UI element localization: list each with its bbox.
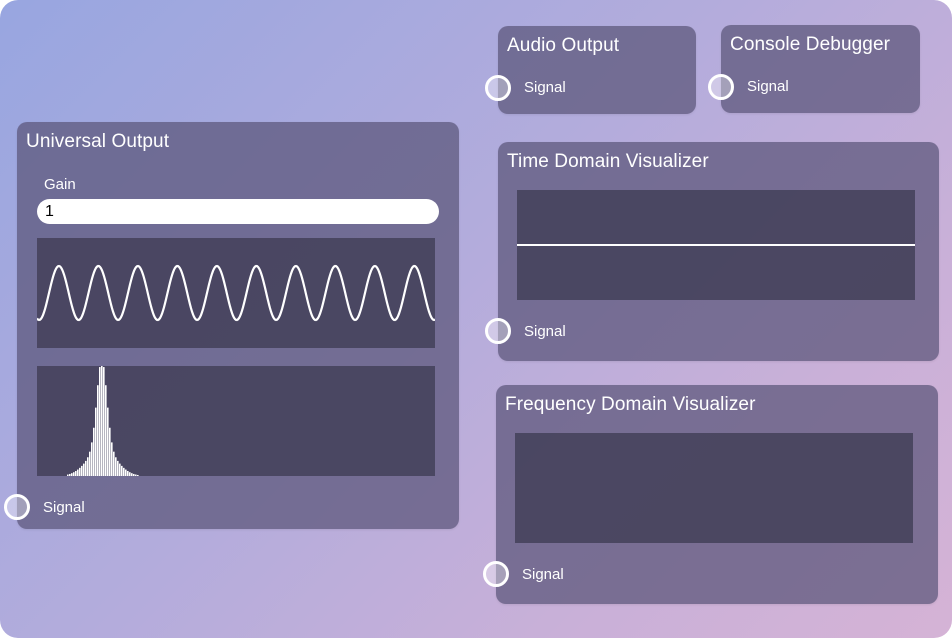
spectrum-bar bbox=[117, 460, 119, 476]
spectrum-bar bbox=[95, 407, 97, 476]
spectrum-bar bbox=[69, 473, 71, 476]
spectrum-display bbox=[37, 366, 435, 476]
port-label: Signal bbox=[524, 79, 566, 96]
spectrum-bar bbox=[99, 367, 101, 476]
node-title: Time Domain Visualizer bbox=[507, 151, 709, 172]
spectrum-bar bbox=[129, 472, 131, 476]
spectrum-plot bbox=[67, 366, 139, 476]
waveform-plot bbox=[37, 264, 435, 322]
spectrum-bar bbox=[91, 442, 93, 476]
frequency-domain-visualizer-node[interactable]: Frequency Domain Visualizer Signal bbox=[483, 385, 938, 604]
spectrum-bar bbox=[79, 467, 81, 476]
spectrum-bar bbox=[125, 469, 127, 476]
universal-output-node[interactable]: Universal Output Gain Signal bbox=[4, 122, 459, 529]
time-domain-plot bbox=[517, 244, 915, 246]
spectrum-bar bbox=[133, 473, 135, 476]
node-title: Console Debugger bbox=[730, 34, 891, 55]
spectrum-bar bbox=[115, 457, 117, 476]
spectrum-bar bbox=[101, 366, 103, 476]
signal-input-port[interactable] bbox=[483, 561, 509, 587]
spectrum-bar bbox=[137, 474, 139, 476]
spectrum-bar bbox=[89, 451, 91, 476]
node-title: Audio Output bbox=[507, 35, 620, 56]
console-debugger-node[interactable]: Console Debugger Signal bbox=[708, 25, 920, 113]
spectrum-bar bbox=[87, 457, 89, 476]
spectrum-bar bbox=[71, 473, 73, 476]
spectrum-bar bbox=[97, 385, 99, 476]
spectrum-bar bbox=[93, 427, 95, 476]
signal-output-port[interactable] bbox=[4, 494, 30, 520]
spectrum-bar bbox=[131, 473, 133, 476]
node-title: Frequency Domain Visualizer bbox=[505, 394, 756, 415]
spectrum-bar bbox=[109, 427, 111, 476]
waveform-trace bbox=[37, 264, 435, 322]
port-label: Signal bbox=[522, 566, 564, 583]
port-label: Signal bbox=[43, 499, 85, 516]
spectrum-bar bbox=[121, 465, 123, 476]
signal-input-port[interactable] bbox=[485, 318, 511, 344]
node-title: Universal Output bbox=[26, 131, 170, 152]
spectrum-bar bbox=[77, 469, 79, 476]
port-label: Signal bbox=[747, 78, 789, 95]
gain-label: Gain bbox=[44, 176, 76, 193]
spectrum-bar bbox=[81, 465, 83, 476]
spectrum-bar bbox=[85, 460, 87, 476]
signal-input-port[interactable] bbox=[708, 74, 734, 100]
spectrum-bar bbox=[135, 474, 137, 476]
spectrum-bar bbox=[107, 407, 109, 476]
spectrum-bar bbox=[67, 474, 69, 476]
spectrum-bar bbox=[111, 442, 113, 476]
spectrum-bar bbox=[113, 451, 115, 476]
time-domain-visualizer-node[interactable]: Time Domain Visualizer Signal bbox=[485, 142, 939, 361]
gain-input[interactable] bbox=[37, 199, 439, 224]
waveform-display bbox=[37, 238, 435, 348]
time-domain-display bbox=[517, 190, 915, 300]
spectrum-bar bbox=[83, 463, 85, 476]
spectrum-bar bbox=[103, 367, 105, 476]
spectrum-bar bbox=[127, 471, 129, 476]
spectrum-bar bbox=[119, 463, 121, 476]
frequency-domain-display bbox=[515, 433, 913, 543]
audio-output-node[interactable]: Audio Output Signal bbox=[485, 26, 696, 114]
spectrum-bar bbox=[105, 385, 107, 476]
spectrum-bar bbox=[123, 467, 125, 476]
signal-input-port[interactable] bbox=[485, 75, 511, 101]
spectrum-bar bbox=[73, 472, 75, 476]
spectrum-bar bbox=[75, 471, 77, 476]
port-label: Signal bbox=[524, 323, 566, 340]
